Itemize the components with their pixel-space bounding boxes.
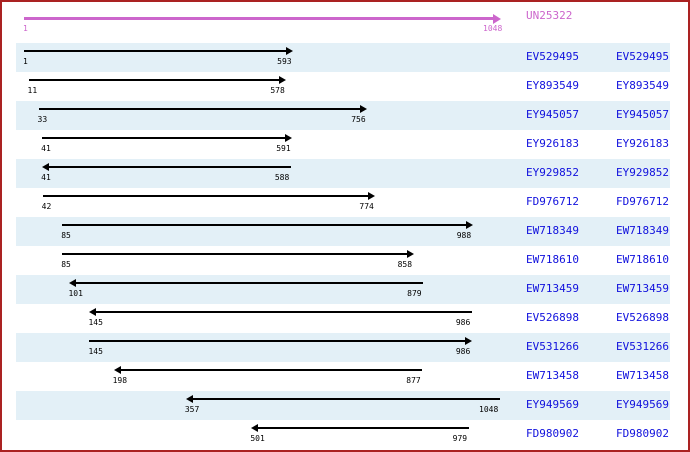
hit-accession-link[interactable]: EY926183 xyxy=(526,137,579,150)
hit-start-coord: 42 xyxy=(41,202,52,211)
hit-start-coord: 501 xyxy=(250,434,265,443)
hit-start-coord: 145 xyxy=(88,318,103,327)
hit-accession-link[interactable]: FD976712 xyxy=(526,195,579,208)
hit-arrow-line[interactable] xyxy=(95,311,472,313)
hit-accession-link[interactable]: EW713458 xyxy=(526,369,579,382)
query-end-coord: 1048 xyxy=(483,24,503,33)
hit-description-link[interactable]: EW718610 xyxy=(616,253,669,266)
hit-end-coord: 593 xyxy=(277,57,292,66)
hit-accession-link[interactable]: EY893549 xyxy=(526,79,579,92)
hit-start-coord: 11 xyxy=(27,86,38,95)
arrowhead-right-icon xyxy=(464,337,472,345)
hit-accession-link[interactable]: EY945057 xyxy=(526,108,579,121)
hit-end-coord: 988 xyxy=(456,231,472,240)
hit-start-coord: 198 xyxy=(112,376,128,385)
hit-end-coord: 979 xyxy=(452,434,468,443)
hit-arrow-line[interactable] xyxy=(48,166,291,168)
hit-end-coord: 591 xyxy=(276,144,291,153)
hit-description-link[interactable]: FD980902 xyxy=(616,427,669,440)
hit-start-coord: 85 xyxy=(61,231,71,240)
hit-description-link[interactable]: EY945057 xyxy=(616,108,669,121)
hit-accession-link[interactable]: EV526898 xyxy=(526,311,579,324)
arrowhead-left-icon xyxy=(89,308,97,316)
hit-accession-link[interactable]: EY929852 xyxy=(526,166,579,179)
query-start-coord: 1 xyxy=(23,24,28,33)
arrowhead-right-icon xyxy=(279,76,287,84)
hit-description-link[interactable]: EV529495 xyxy=(616,50,669,63)
hit-description-link[interactable]: EV526898 xyxy=(616,311,669,324)
hit-arrow-line[interactable] xyxy=(257,427,469,429)
row-stripe xyxy=(16,217,670,246)
hit-description-link[interactable]: EY926183 xyxy=(616,137,669,150)
hit-end-coord: 578 xyxy=(270,86,285,95)
hit-end-coord: 858 xyxy=(397,260,413,269)
arrowhead-right-icon xyxy=(360,105,368,113)
arrowhead-left-icon xyxy=(42,163,50,171)
hit-description-link[interactable]: EY949569 xyxy=(616,398,669,411)
arrowhead-left-icon xyxy=(185,395,193,403)
hit-accession-link[interactable]: EV531266 xyxy=(526,340,579,353)
arrowhead-left-icon xyxy=(251,424,259,432)
hit-arrow-line[interactable] xyxy=(75,282,424,284)
hit-accession-link[interactable]: EW718610 xyxy=(526,253,579,266)
arrowhead-right-icon xyxy=(465,221,473,229)
hit-start-coord: 357 xyxy=(184,405,200,414)
hit-arrow-line[interactable] xyxy=(24,50,288,52)
arrowhead-right-icon xyxy=(406,250,414,258)
row-stripe xyxy=(16,275,670,304)
hit-start-coord: 145 xyxy=(88,347,103,356)
hit-description-link[interactable]: EY929852 xyxy=(616,166,669,179)
hit-end-coord: 986 xyxy=(455,347,471,356)
hit-accession-link[interactable]: FD980902 xyxy=(526,427,579,440)
hit-accession-link[interactable]: EW718349 xyxy=(526,224,579,237)
query-arrowhead-right-icon xyxy=(493,13,501,24)
hit-description-link[interactable]: EW718349 xyxy=(616,224,669,237)
hit-arrow-line[interactable] xyxy=(38,108,362,110)
query-arrow-line xyxy=(24,17,494,20)
hit-arrow-line[interactable] xyxy=(191,398,500,400)
hit-description-link[interactable]: EW713459 xyxy=(616,282,669,295)
hit-end-coord: 877 xyxy=(406,376,421,385)
hit-arrow-line[interactable] xyxy=(28,79,281,81)
hit-description-link[interactable]: FD976712 xyxy=(616,195,669,208)
hit-accession-link[interactable]: EY949569 xyxy=(526,398,579,411)
hit-end-coord: 588 xyxy=(274,173,290,182)
arrowhead-right-icon xyxy=(285,134,293,142)
hit-end-coord: 774 xyxy=(359,202,374,211)
hit-arrow-line[interactable] xyxy=(119,369,423,371)
hit-arrow-line[interactable] xyxy=(62,224,467,226)
hit-end-coord: 986 xyxy=(455,318,471,327)
hit-start-coord: 1 xyxy=(23,57,28,66)
hit-arrow-line[interactable] xyxy=(89,340,466,342)
hit-description-link[interactable]: EW713458 xyxy=(616,369,669,382)
hit-arrow-line[interactable] xyxy=(42,195,370,197)
hit-description-link[interactable]: EV531266 xyxy=(616,340,669,353)
hit-start-coord: 85 xyxy=(61,260,71,269)
arrowhead-left-icon xyxy=(113,366,121,374)
hit-start-coord: 41 xyxy=(41,173,51,182)
hit-start-coord: 41 xyxy=(41,144,51,153)
hit-description-link[interactable]: EY893549 xyxy=(616,79,669,92)
hit-end-coord: 879 xyxy=(407,289,422,298)
hit-end-coord: 756 xyxy=(351,115,366,124)
hit-start-coord: 33 xyxy=(37,115,48,124)
row-stripe xyxy=(16,159,670,188)
hit-arrow-line[interactable] xyxy=(62,253,408,255)
row-stripe xyxy=(16,101,670,130)
row-stripe xyxy=(16,43,670,72)
hit-accession-link[interactable]: EW713459 xyxy=(526,282,579,295)
row-stripe xyxy=(16,333,670,362)
query-name-label: UN25322 xyxy=(526,9,573,22)
hit-start-coord: 101 xyxy=(68,289,83,298)
row-stripe xyxy=(16,391,670,420)
hit-arrow-line[interactable] xyxy=(42,137,287,139)
hit-accession-link[interactable]: EV529495 xyxy=(526,50,579,63)
arrowhead-right-icon xyxy=(286,47,294,55)
hit-end-coord: 1048 xyxy=(479,405,499,414)
arrowhead-right-icon xyxy=(368,192,376,200)
arrowhead-left-icon xyxy=(69,279,77,287)
